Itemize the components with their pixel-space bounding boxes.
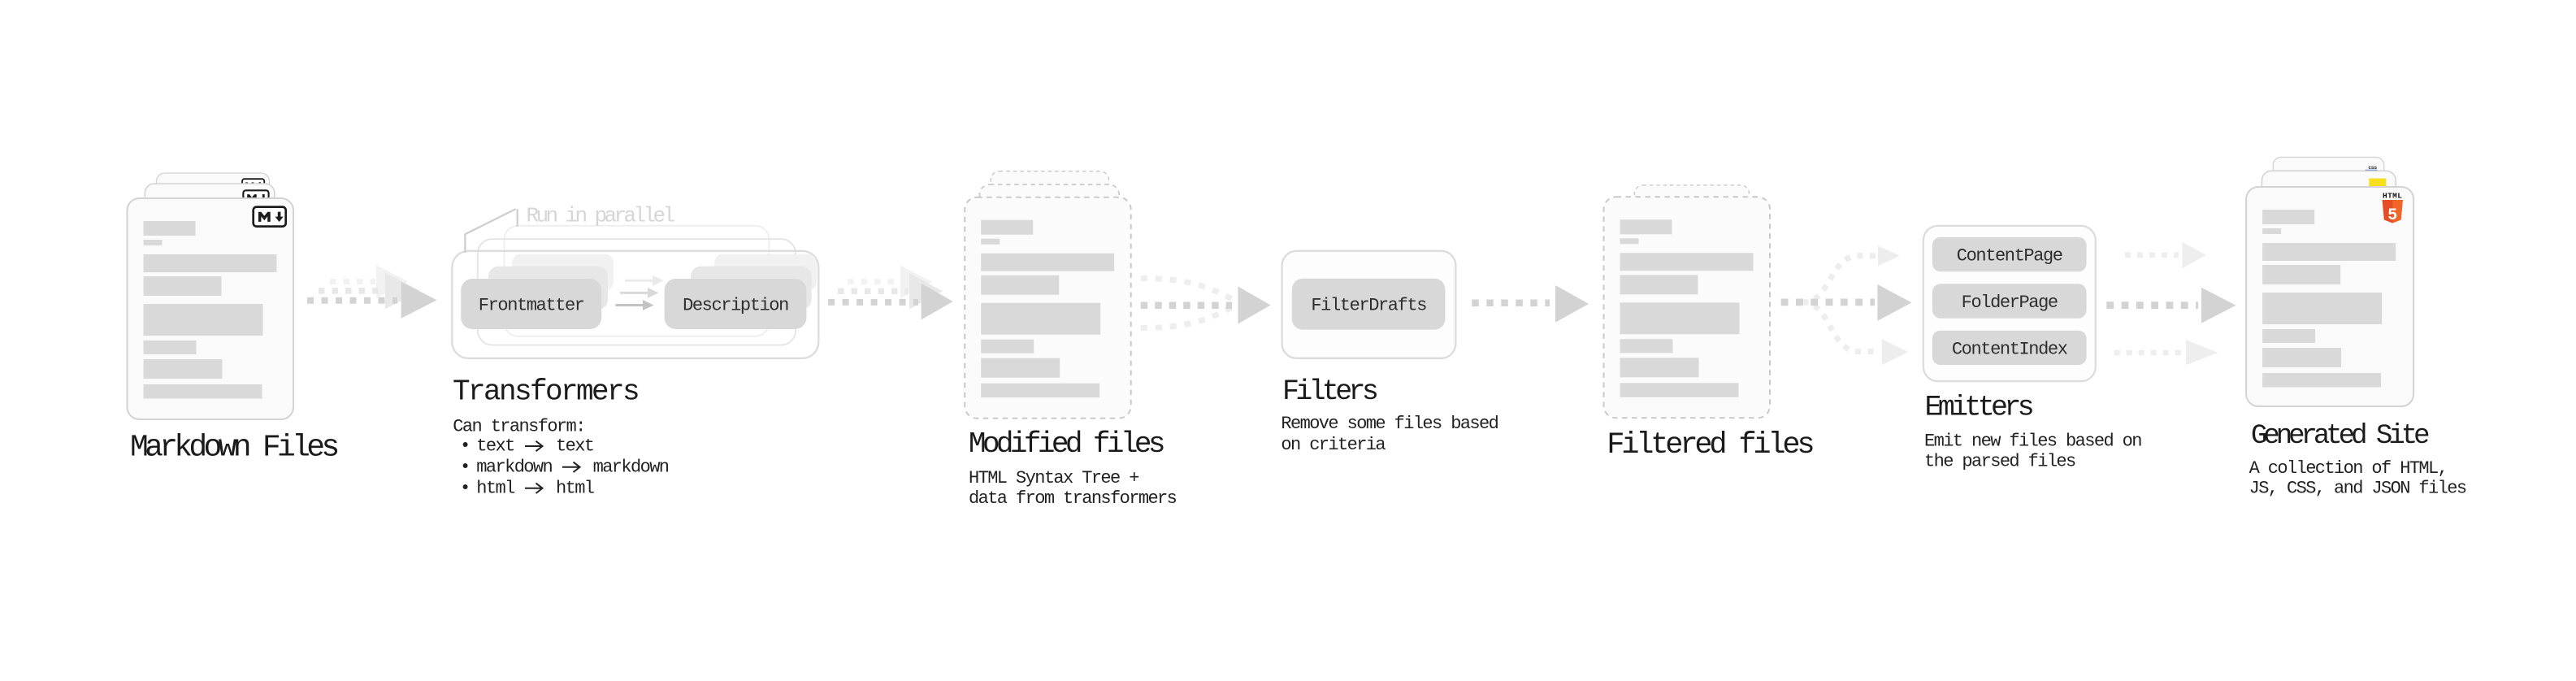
svg-text:Run in parallel: Run in parallel [527,204,675,228]
svg-text:Can transform:: Can transform: [453,416,584,436]
svg-text:markdown: markdown [476,457,552,477]
svg-text:Filtered files: Filtered files [1607,428,1813,462]
svg-text:•: • [460,457,470,477]
svg-text:html: html [476,478,514,498]
svg-text:Emitters: Emitters [1925,392,2033,424]
svg-text:•: • [460,436,470,457]
svg-text:Markdown Files: Markdown Files [130,431,337,466]
svg-text:Frontmatter: Frontmatter [479,296,584,316]
svg-text:Emit new files based on: Emit new files based on [1924,431,2141,451]
svg-text:on criteria: on criteria [1281,435,1386,455]
svg-text:Generated Site: Generated Site [2251,421,2429,452]
svg-text:Modified files: Modified files [969,427,1164,461]
svg-text:HTML Syntax Tree +: HTML Syntax Tree + [969,468,1138,488]
svg-text:JS, CSS, and JSON files: JS, CSS, and JSON files [2249,479,2466,499]
svg-text:markdown: markdown [593,457,669,477]
svg-text:FilterDrafts: FilterDrafts [1311,296,1426,316]
svg-text:•: • [460,478,470,498]
svg-text:text: text [476,436,514,457]
svg-text:A collection of HTML,: A collection of HTML, [2249,458,2448,479]
svg-text:html: html [556,478,594,498]
svg-text:Transformers: Transformers [453,375,638,408]
svg-text:data from transformers: data from transformers [969,488,1177,509]
svg-text:Filters: Filters [1282,375,1377,408]
svg-text:ContentPage: ContentPage [1957,246,2062,267]
svg-text:CSS: CSS [2369,165,2378,171]
svg-text:Description: Description [683,296,788,316]
svg-text:text: text [556,436,593,457]
svg-text:the parsed files: the parsed files [1924,452,2075,472]
svg-text:Remove some files based: Remove some files based [1281,414,1498,434]
svg-text:HTML: HTML [2383,192,2402,201]
svg-text:5: 5 [2387,206,2397,225]
svg-text:FolderPage: FolderPage [1962,293,2058,313]
svg-text:ContentIndex: ContentIndex [1952,340,2068,360]
